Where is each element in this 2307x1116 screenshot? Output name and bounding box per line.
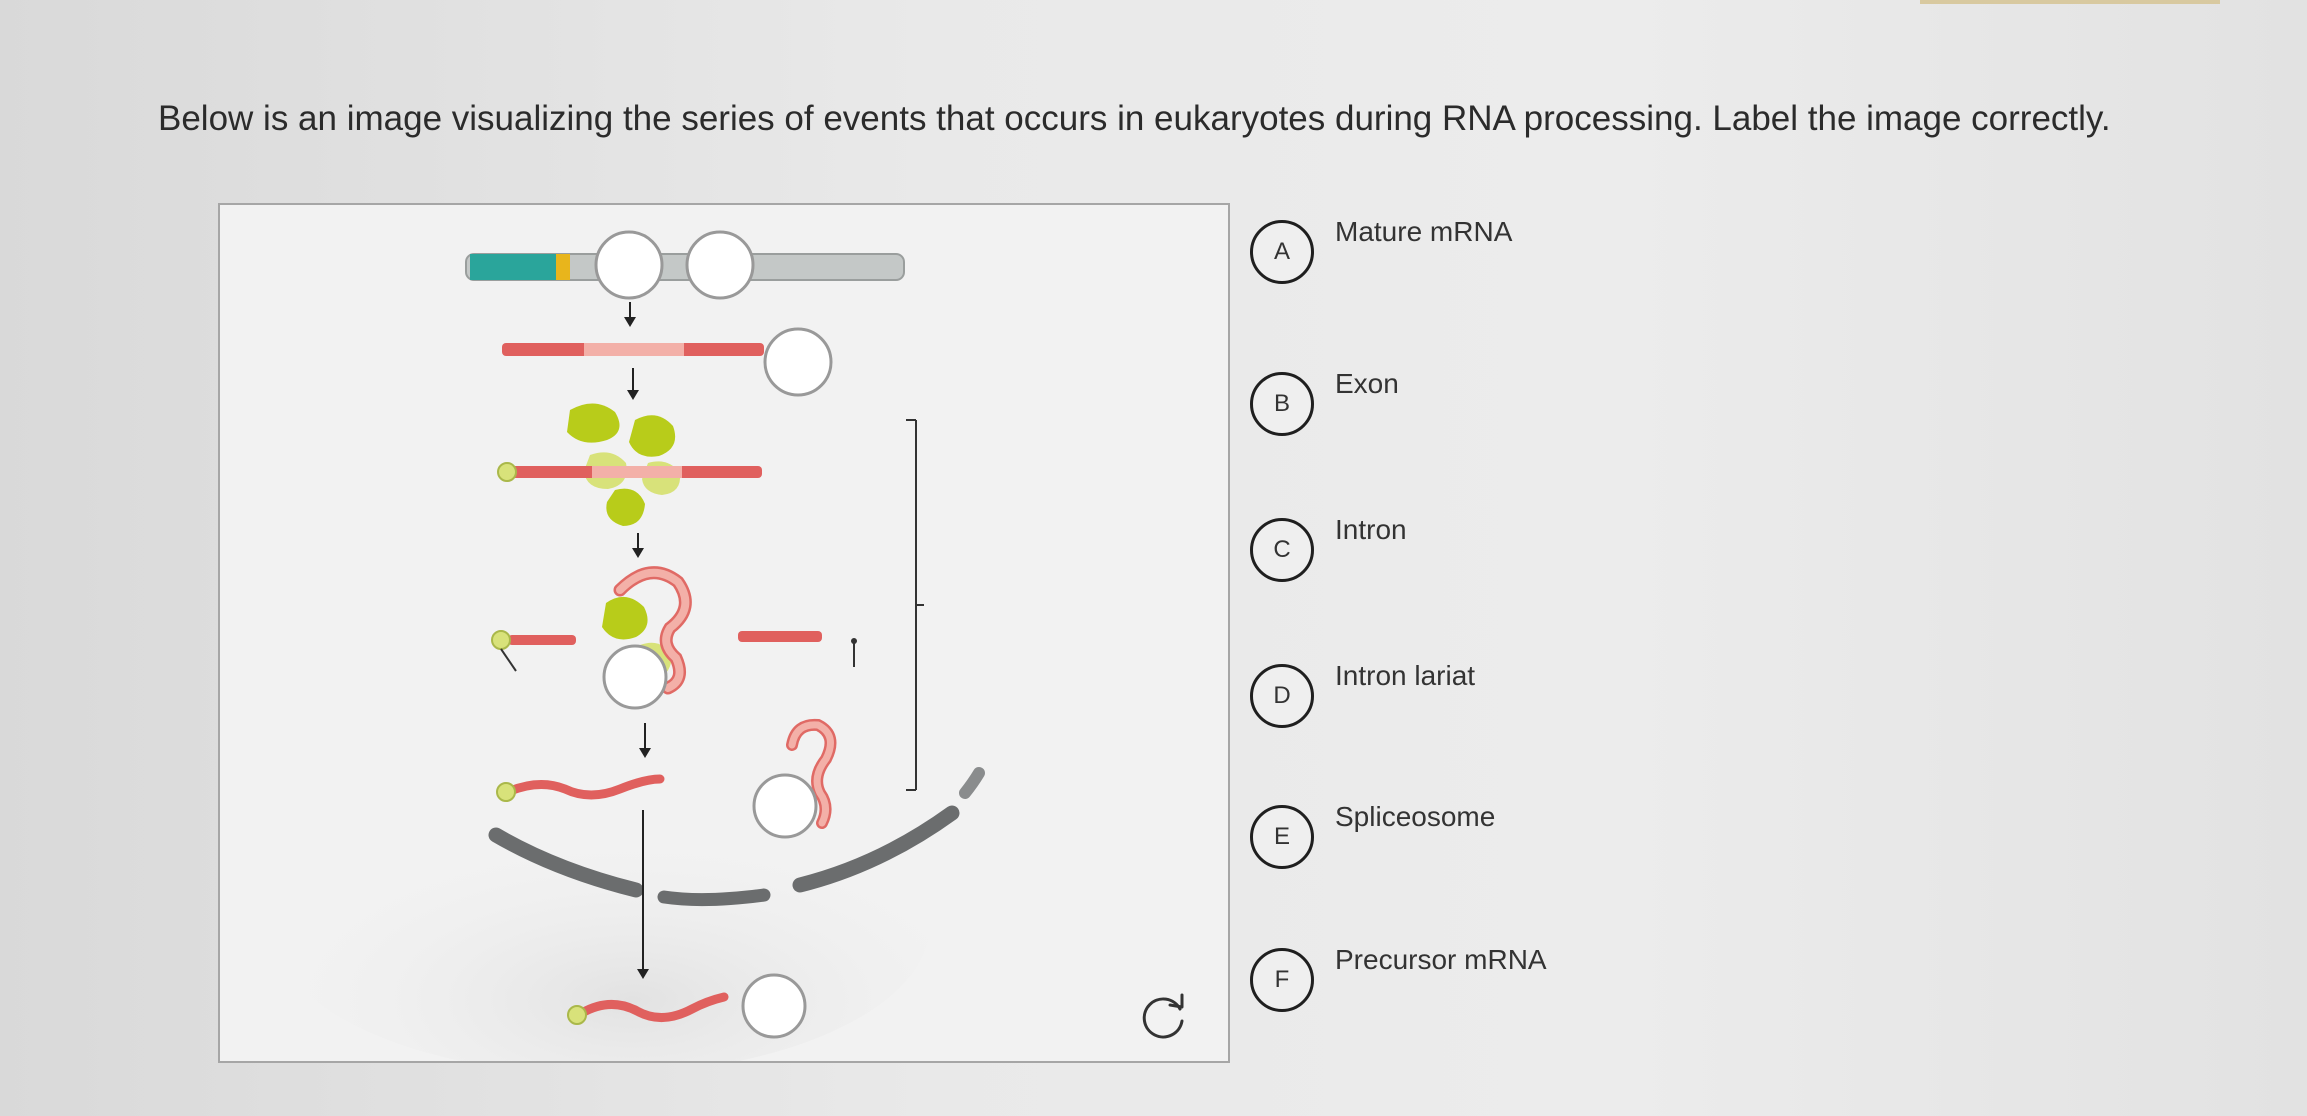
drop-target-6[interactable] [741, 973, 807, 1039]
arrow-down [632, 533, 644, 558]
arrow-down [637, 810, 649, 979]
arrow-down [639, 723, 651, 758]
label-option-b[interactable]: B Exon [1245, 362, 1575, 442]
label-option-c[interactable]: C Intron [1245, 508, 1575, 588]
arrow-down [627, 368, 639, 400]
option-text: Exon [1335, 368, 1399, 399]
option-text: Precursor mRNA [1335, 944, 1547, 975]
drop-target-4[interactable] [602, 644, 668, 710]
gene-dna-bar [465, 253, 905, 281]
label-option-f[interactable]: F Precursor mRNA [1245, 938, 1575, 1018]
option-text: Intron lariat [1335, 660, 1476, 691]
option-letter: A [1250, 220, 1314, 284]
drop-target-2[interactable] [685, 230, 755, 300]
nuclear-envelope [488, 767, 985, 907]
rna-processing-figure [218, 203, 1230, 1063]
option-letter: F [1250, 948, 1314, 1012]
top-accent-rule [1920, 0, 2220, 4]
option-letter: C [1250, 518, 1314, 582]
option-text: Intron [1335, 514, 1407, 545]
drop-target-5[interactable] [752, 773, 818, 839]
process-bracket [906, 419, 924, 791]
arrow-down [624, 302, 636, 327]
pre-mrna-strand [502, 343, 764, 356]
option-text: Mature mRNA [1335, 216, 1513, 247]
splicing-step [491, 566, 857, 695]
label-option-e[interactable]: E Spliceosome [1245, 795, 1575, 875]
question-prompt: Below is an image visualizing the series… [158, 99, 2111, 138]
option-letter: B [1250, 372, 1314, 436]
drop-target-3[interactable] [763, 327, 833, 397]
mature-mrna [567, 992, 729, 1025]
label-option-d[interactable]: D Intron lariat [1245, 654, 1575, 734]
option-letter: E [1250, 805, 1314, 869]
reset-icon[interactable] [1136, 987, 1196, 1047]
cytoplasm-shading [270, 775, 930, 1061]
spliceosome-assembly [497, 403, 762, 526]
drop-target-1[interactable] [594, 230, 664, 300]
spliced-mrna [496, 774, 665, 802]
option-letter: D [1250, 664, 1314, 728]
label-option-a[interactable]: A Mature mRNA [1245, 210, 1575, 290]
excised-intron-lariat [786, 718, 837, 829]
rna-processing-diagram [270, 230, 985, 1061]
option-text: Spliceosome [1335, 801, 1496, 832]
